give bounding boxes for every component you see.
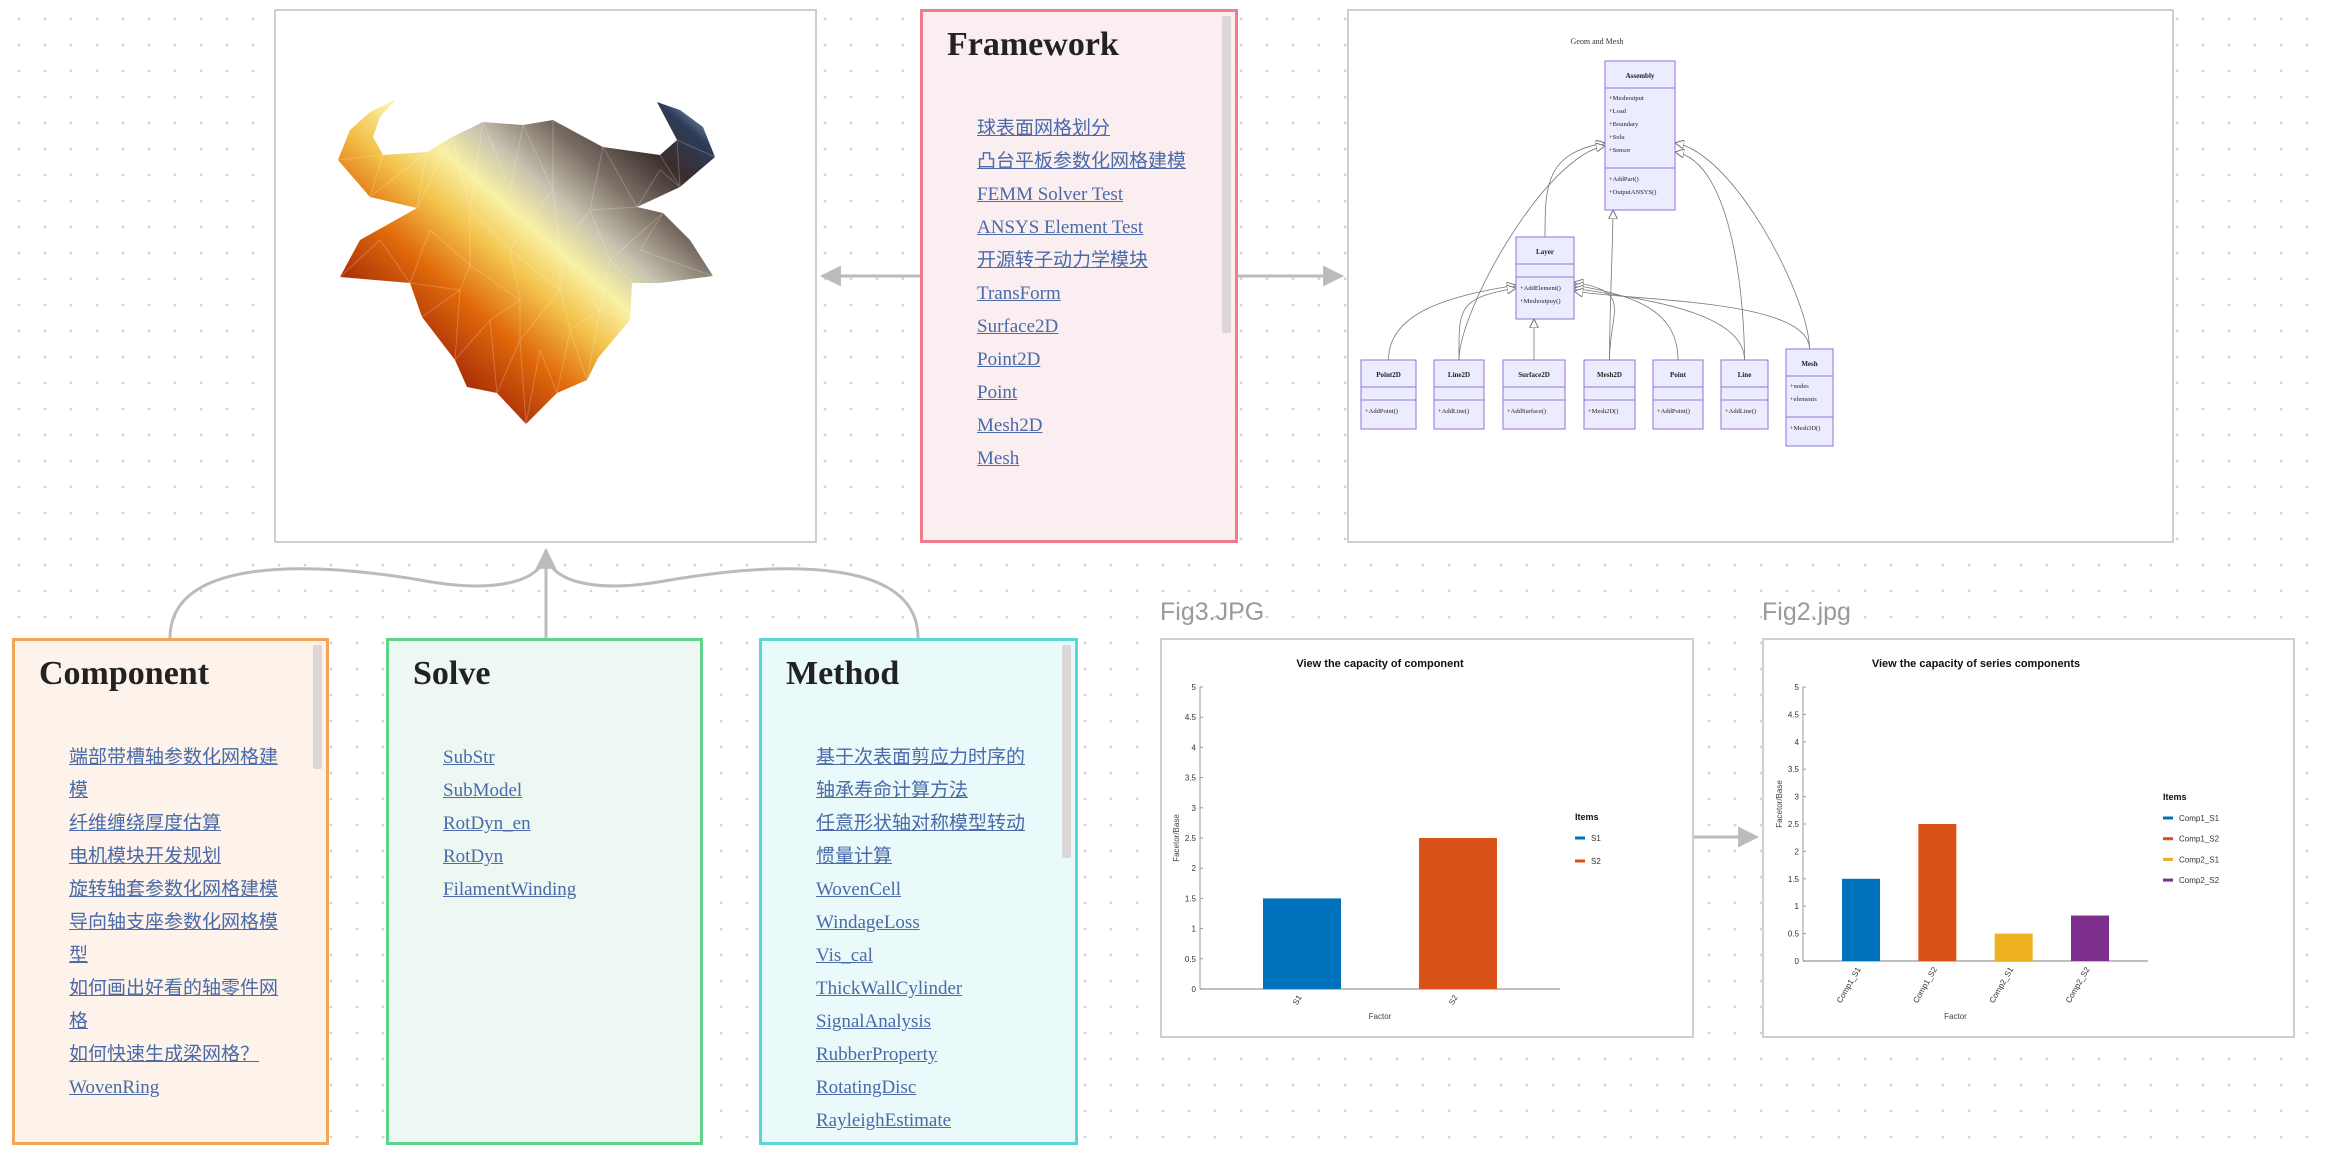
method-link[interactable]: Vis_cal bbox=[816, 945, 873, 966]
list-item: SignalAnalysis bbox=[816, 1005, 1038, 1038]
list-item: 如何快速生成梁网格？ bbox=[69, 1038, 291, 1071]
list-item: SubStr bbox=[443, 741, 665, 774]
method-link[interactable]: ThickWallCylinder bbox=[816, 978, 963, 999]
list-item: 开源转子动力学模块 bbox=[977, 244, 1199, 277]
list-item: WovenRing bbox=[69, 1071, 291, 1104]
list-item: RayleighEstimate bbox=[816, 1104, 1038, 1137]
list-item: ThickWallCylinder bbox=[816, 972, 1038, 1005]
framework-link[interactable]: Point bbox=[977, 382, 1018, 403]
framework-scrollbar[interactable] bbox=[1222, 16, 1231, 333]
framework-link[interactable]: Mesh bbox=[977, 448, 1020, 469]
fig3-chart-card[interactable] bbox=[1160, 638, 1694, 1038]
framework-title: Framework bbox=[947, 26, 1119, 63]
framework-link[interactable]: ANSYS Element Test bbox=[977, 217, 1144, 238]
method-title: Method bbox=[786, 655, 900, 692]
curve-method-to-image bbox=[544, 549, 920, 639]
solve-title: Solve bbox=[413, 655, 491, 692]
component-link[interactable]: 导向轴支座参数化网格模型 bbox=[69, 912, 279, 966]
solve-link[interactable]: SubModel bbox=[443, 780, 523, 801]
framework-link[interactable]: 开源转子动力学模块 bbox=[977, 250, 1149, 271]
list-item: 球表面网格划分 bbox=[977, 112, 1199, 145]
method-link[interactable]: SignalAnalysis bbox=[816, 1011, 932, 1032]
component-scrollbar[interactable] bbox=[313, 645, 322, 769]
list-item: 端部带槽轴参数化网格建模 bbox=[69, 741, 291, 807]
list-item: 导向轴支座参数化网格模型 bbox=[69, 906, 291, 972]
component-link[interactable]: 如何快速生成梁网格？ bbox=[69, 1044, 260, 1065]
method-link[interactable]: WovenCell bbox=[816, 879, 902, 900]
solve-link[interactable]: RotDyn_en bbox=[443, 813, 531, 834]
list-item: Vis_cal bbox=[816, 939, 1038, 972]
list-item: Mesh2D bbox=[977, 409, 1199, 442]
list-item: FilamentWinding bbox=[443, 873, 665, 906]
component-link[interactable]: 旋转轴套参数化网格建模 bbox=[69, 879, 279, 900]
list-item: Surface2D bbox=[977, 310, 1199, 343]
list-item: 如何画出好看的轴零件网格 bbox=[69, 972, 291, 1038]
framework-link[interactable]: 球表面网格划分 bbox=[977, 118, 1111, 139]
framework-card[interactable]: Framework 球表面网格划分凸台平板参数化网格建模 FEMM Solver … bbox=[920, 9, 1238, 543]
component-title: Component bbox=[39, 655, 210, 692]
component-card[interactable]: Component 端部带槽轴参数化网格建模纤维缠绕厚度估算电机模块开发规划旋转… bbox=[12, 638, 329, 1145]
framework-link[interactable]: TransForm bbox=[977, 283, 1061, 304]
list-item: 任意形状轴对称模型转动惯量计算 bbox=[816, 807, 1038, 873]
framework-link[interactable]: Point2D bbox=[977, 349, 1041, 370]
method-link[interactable]: RubberProperty bbox=[816, 1044, 938, 1065]
curve-component-to-image bbox=[168, 549, 548, 639]
method-link[interactable]: WindageLoss bbox=[816, 912, 920, 933]
solve-link[interactable]: FilamentWinding bbox=[443, 879, 577, 900]
method-link[interactable]: RayleighEstimate bbox=[816, 1110, 952, 1131]
list-item: RubberProperty bbox=[816, 1038, 1038, 1071]
list-item: WindageLoss bbox=[816, 906, 1038, 939]
list-item: ANSYS Element Test bbox=[977, 211, 1199, 244]
bull-image-card[interactable] bbox=[274, 9, 817, 543]
method-scrollbar[interactable] bbox=[1062, 645, 1071, 858]
list-item: FEMM Solver Test bbox=[977, 178, 1199, 211]
list-item: RotDyn bbox=[443, 840, 665, 873]
list-item: Point bbox=[977, 376, 1199, 409]
list-item: RotDyn_en bbox=[443, 807, 665, 840]
component-link-list: 端部带槽轴参数化网格建模纤维缠绕厚度估算电机模块开发规划旋转轴套参数化网格建模导… bbox=[69, 741, 291, 1104]
list-item: 电机模块开发规划 bbox=[69, 840, 291, 873]
list-item: TransForm bbox=[977, 277, 1199, 310]
list-item: Point2D bbox=[977, 343, 1199, 376]
framework-link[interactable]: 凸台平板参数化网格建模 bbox=[977, 151, 1187, 172]
fig2-label: Fig2.jpg bbox=[1762, 598, 1851, 626]
component-link[interactable]: WovenRing bbox=[69, 1077, 160, 1098]
method-link[interactable]: RotatingDisc bbox=[816, 1077, 917, 1098]
list-item: 旋转轴套参数化网格建模 bbox=[69, 873, 291, 906]
list-item: RotatingDisc bbox=[816, 1071, 1038, 1104]
list-item: SubModel bbox=[443, 774, 665, 807]
list-item: 凸台平板参数化网格建模 bbox=[977, 145, 1199, 178]
method-card[interactable]: Method 基于次表面剪应力时序的轴承寿命计算方法任意形状轴对称模型转动惯量计… bbox=[759, 638, 1078, 1145]
component-link[interactable]: 端部带槽轴参数化网格建模 bbox=[69, 747, 279, 801]
list-item: 基于次表面剪应力时序的轴承寿命计算方法 bbox=[816, 741, 1038, 807]
fig3-label: Fig3.JPG bbox=[1160, 598, 1265, 626]
component-link[interactable]: 电机模块开发规划 bbox=[69, 846, 222, 867]
method-link[interactable]: 任意形状轴对称模型转动惯量计算 bbox=[816, 813, 1026, 867]
framework-link[interactable]: FEMM Solver Test bbox=[977, 184, 1124, 205]
framework-link[interactable]: Surface2D bbox=[977, 316, 1059, 337]
solve-link[interactable]: RotDyn bbox=[443, 846, 504, 867]
list-item: Mesh bbox=[977, 442, 1199, 475]
framework-link[interactable]: Mesh2D bbox=[977, 415, 1043, 436]
list-item: WovenCell bbox=[816, 873, 1038, 906]
component-link[interactable]: 如何画出好看的轴零件网格 bbox=[69, 978, 279, 1032]
method-link[interactable]: 基于次表面剪应力时序的轴承寿命计算方法 bbox=[816, 747, 1026, 801]
solve-link[interactable]: SubStr bbox=[443, 747, 495, 768]
uml-diagram-card[interactable] bbox=[1347, 9, 2174, 543]
method-link-list: 基于次表面剪应力时序的轴承寿命计算方法任意形状轴对称模型转动惯量计算 WovenC… bbox=[816, 741, 1038, 1137]
component-link[interactable]: 纤维缠绕厚度估算 bbox=[69, 813, 222, 834]
list-item: 纤维缠绕厚度估算 bbox=[69, 807, 291, 840]
fig2-chart-card[interactable] bbox=[1762, 638, 2295, 1038]
